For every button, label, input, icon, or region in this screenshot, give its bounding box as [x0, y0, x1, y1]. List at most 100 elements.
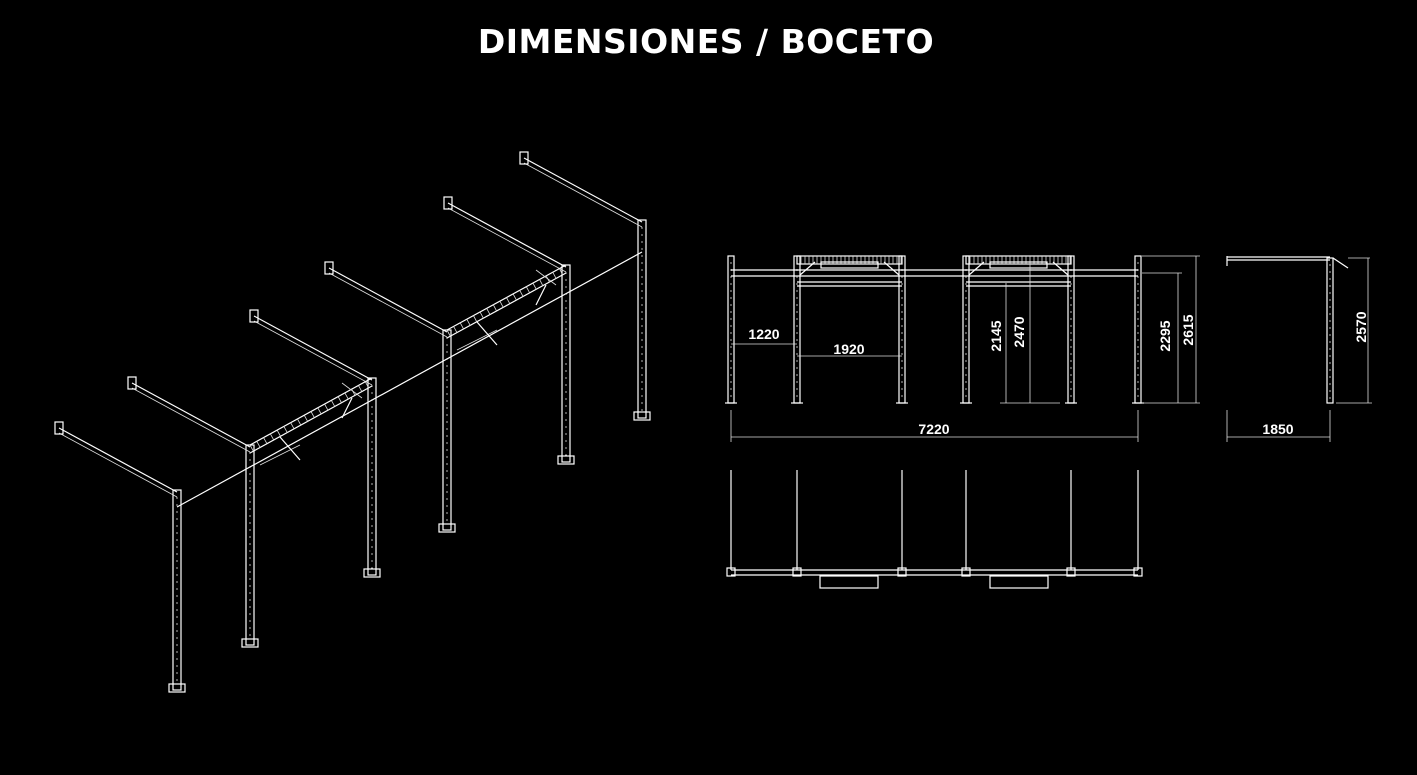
truss [492, 304, 497, 312]
iso-top-beam [446, 272, 567, 339]
dim-1850: 1850 [1262, 421, 1293, 437]
front-top-beam [965, 255, 1072, 265]
truss [525, 286, 530, 294]
gusset [535, 269, 557, 286]
wall-arm [328, 267, 448, 333]
gusset [259, 444, 301, 466]
front-upright [1067, 255, 1075, 404]
wall-bracket [127, 376, 137, 390]
truss [276, 429, 281, 437]
side-handle [1332, 257, 1349, 269]
truss [486, 308, 491, 315]
truss [344, 392, 349, 400]
front-elevation-view [725, 255, 1200, 442]
plan-pullup-bar [819, 575, 879, 589]
plan-view [726, 470, 1143, 589]
truss [446, 329, 451, 337]
iso-base-plate [557, 455, 575, 465]
wall-bracket [443, 196, 453, 210]
truss [249, 444, 254, 452]
wall-bracket [519, 151, 529, 165]
plan-upright [726, 567, 736, 577]
wall-bracket [249, 309, 259, 323]
truss [532, 282, 537, 290]
side-upright [1326, 257, 1334, 404]
plan-upright [897, 567, 907, 577]
iso-base-plate [241, 638, 259, 648]
dim-2615: 2615 [1180, 314, 1196, 345]
iso-base-plate [438, 523, 456, 533]
truss [303, 415, 308, 422]
wall-arm [447, 207, 567, 273]
wall-arm [328, 272, 448, 338]
truss [263, 437, 268, 444]
iso-upright [245, 444, 255, 646]
iso-upright [367, 377, 377, 576]
wall-arm [523, 157, 643, 223]
truss [499, 300, 504, 308]
dim-1920: 1920 [833, 341, 864, 357]
truss [324, 403, 329, 411]
plan-pullup-bar [989, 575, 1049, 589]
wall-arm [58, 427, 178, 493]
truss [269, 433, 275, 441]
front-dimension-labels: 1220 1920 7220 2145 2470 2295 2615 [748, 314, 1196, 437]
truss [473, 315, 478, 322]
truss [539, 279, 544, 286]
wall-arm [131, 382, 251, 448]
iso-base-plate [633, 411, 651, 421]
plan-upright [1133, 567, 1143, 577]
gusset [968, 261, 985, 276]
truss [466, 318, 471, 326]
front-upright [1134, 255, 1142, 404]
isometric-view [54, 151, 651, 693]
truss [310, 411, 315, 418]
front-upright [727, 255, 735, 404]
iso-base-plate [363, 568, 381, 578]
truss [358, 385, 363, 392]
truss [283, 426, 288, 433]
pullup-handle [279, 436, 301, 461]
wall-bracket [324, 261, 334, 275]
wall-arm [253, 320, 373, 386]
pullup-handle [341, 397, 353, 419]
wall-arm [131, 387, 251, 453]
wall-arm [447, 202, 567, 268]
front-handle-bar [820, 261, 879, 269]
gusset [456, 329, 498, 351]
truss [256, 441, 261, 448]
truss [552, 272, 557, 279]
iso-top-beam [249, 385, 373, 454]
truss [290, 422, 295, 429]
wall-arm [58, 432, 178, 498]
dim-1220: 1220 [748, 326, 779, 342]
dim-2470: 2470 [1011, 316, 1027, 347]
iso-base-plate [168, 683, 186, 693]
front-handle-bar [989, 261, 1048, 269]
truss [297, 418, 302, 426]
plan-upright [961, 567, 971, 577]
wall-arm [523, 162, 643, 228]
truss [453, 326, 458, 333]
gusset [883, 261, 900, 276]
side-dimension-labels: 1850 2570 [1262, 311, 1369, 437]
wall-bracket [54, 421, 64, 435]
wall-arm [253, 315, 373, 381]
plan-upright [1066, 567, 1076, 577]
truss [519, 290, 524, 297]
truss [364, 381, 369, 389]
plan-upright [792, 567, 802, 577]
gusset [341, 382, 363, 399]
truss [459, 322, 464, 330]
pullup-handle [476, 321, 498, 346]
dim-7220: 7220 [918, 421, 949, 437]
iso-upright [172, 489, 182, 691]
truss [506, 297, 511, 304]
gusset [1052, 261, 1069, 276]
dim-2295: 2295 [1157, 320, 1173, 351]
dim-2145: 2145 [988, 320, 1004, 351]
truss [479, 311, 484, 319]
side-elevation-view [1226, 256, 1372, 442]
front-top-beam [796, 255, 903, 265]
